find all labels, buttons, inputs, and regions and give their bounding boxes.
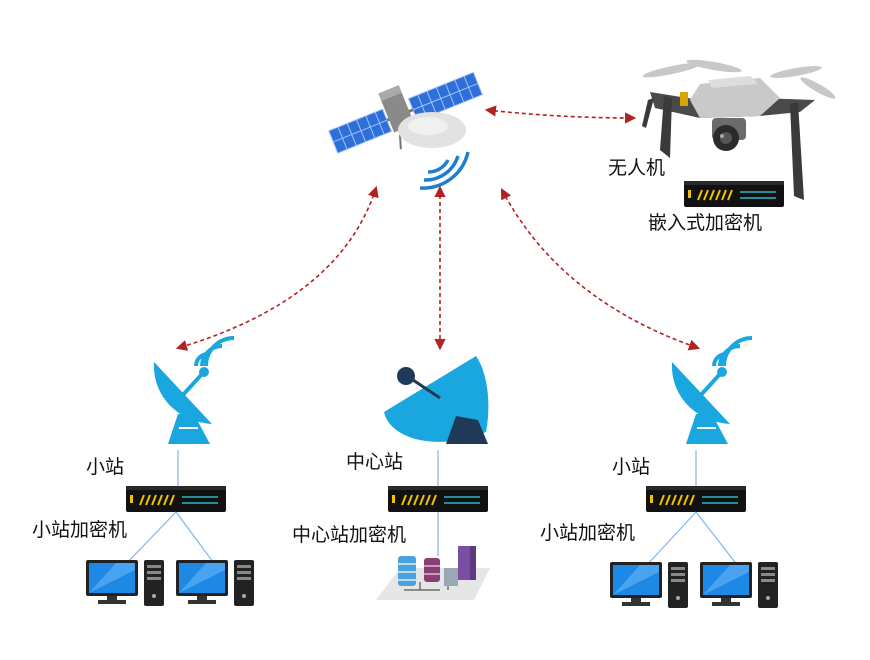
link-satellite-drone	[484, 105, 637, 124]
link-satellite-left-station	[175, 185, 379, 351]
embedded-encryptor-device	[683, 180, 785, 208]
right-encryptor-label: 小站加密机	[540, 522, 635, 544]
satellite-icon	[328, 71, 484, 190]
drone-label: 无人机	[608, 157, 665, 179]
left-dish-icon	[151, 336, 236, 446]
right-station-label: 小站	[612, 456, 650, 478]
center-station-label: 中心站	[346, 451, 403, 473]
link-satellite-right-station	[500, 188, 701, 351]
center-encryptor-label: 中心站加密机	[292, 524, 406, 546]
right-encryptor-device	[645, 485, 747, 513]
data-center-icon	[376, 546, 490, 600]
drone-icon	[642, 59, 836, 200]
center-encryptor-device	[387, 485, 489, 513]
left-encryptor-label: 小站加密机	[32, 519, 127, 541]
left-station-label: 小站	[86, 456, 124, 478]
center-dish-icon	[384, 356, 489, 444]
left-pc-2-icon	[176, 560, 254, 606]
left-encryptor-device	[125, 485, 227, 513]
right-pc-2-icon	[700, 562, 778, 608]
right-dish-icon	[669, 336, 754, 446]
left-pc-1-icon	[86, 560, 164, 606]
right-pc-1-icon	[610, 562, 688, 608]
embedded-encryptor-label: 嵌入式加密机	[648, 212, 762, 234]
